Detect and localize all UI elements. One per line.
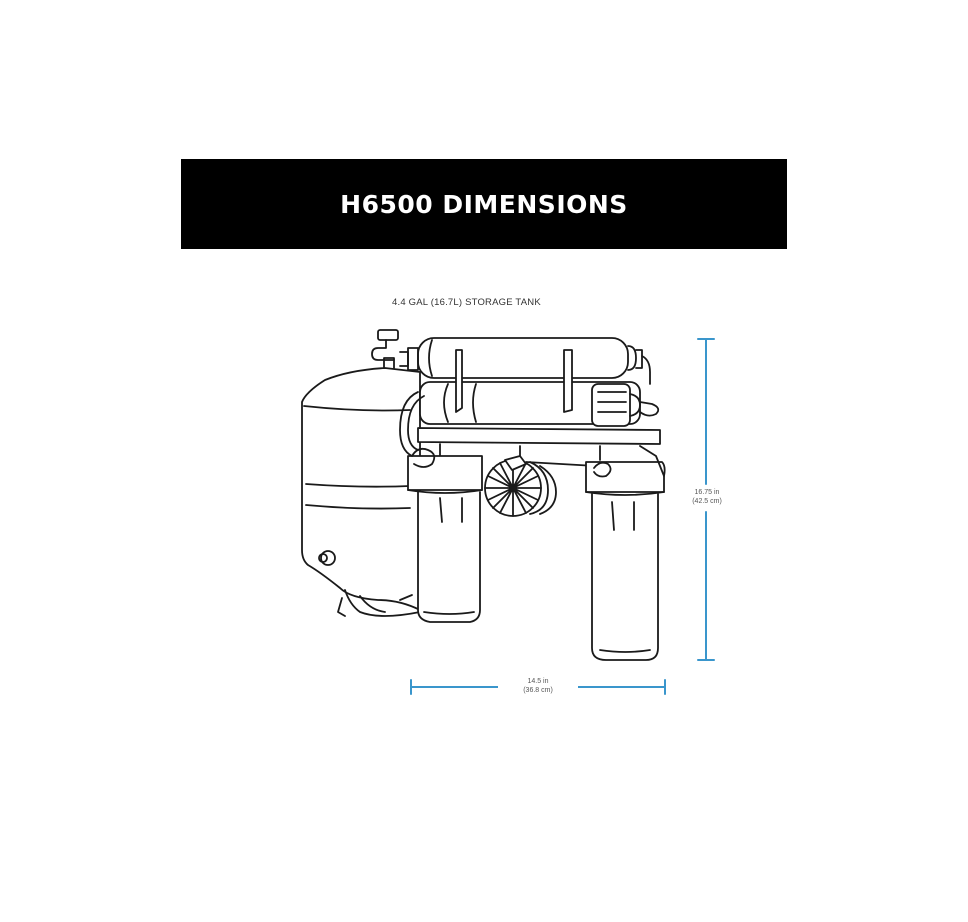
width-imperial: 14.5 in [527,678,549,685]
height-dimension-label: 16.75 in (42.5 cm) [682,488,732,506]
width-dimension-label: 14.5 in (36.8 cm) [498,677,578,695]
page-title: H6500 DIMENSIONS [340,189,628,219]
height-dimension-line [697,338,715,661]
membrane-housing-drawing [399,349,660,457]
width-metric: (36.8 cm) [523,687,553,694]
upper-filter-housing-drawing [399,337,651,385]
flow-wheel-drawing [484,455,597,517]
width-dimension-line [410,679,666,695]
height-imperial: 16.75 in [694,489,720,496]
storage-tank-drawing [301,329,421,617]
title-banner: H6500 DIMENSIONS [181,159,787,249]
right-filter-canister-drawing [585,445,666,661]
height-metric: (42.5 cm) [692,498,722,505]
left-filter-canister-drawing [407,447,483,623]
mounting-bracket-drawing [417,427,661,463]
storage-tank-label: 4.4 GAL (16.7L) STORAGE TANK [392,297,541,308]
